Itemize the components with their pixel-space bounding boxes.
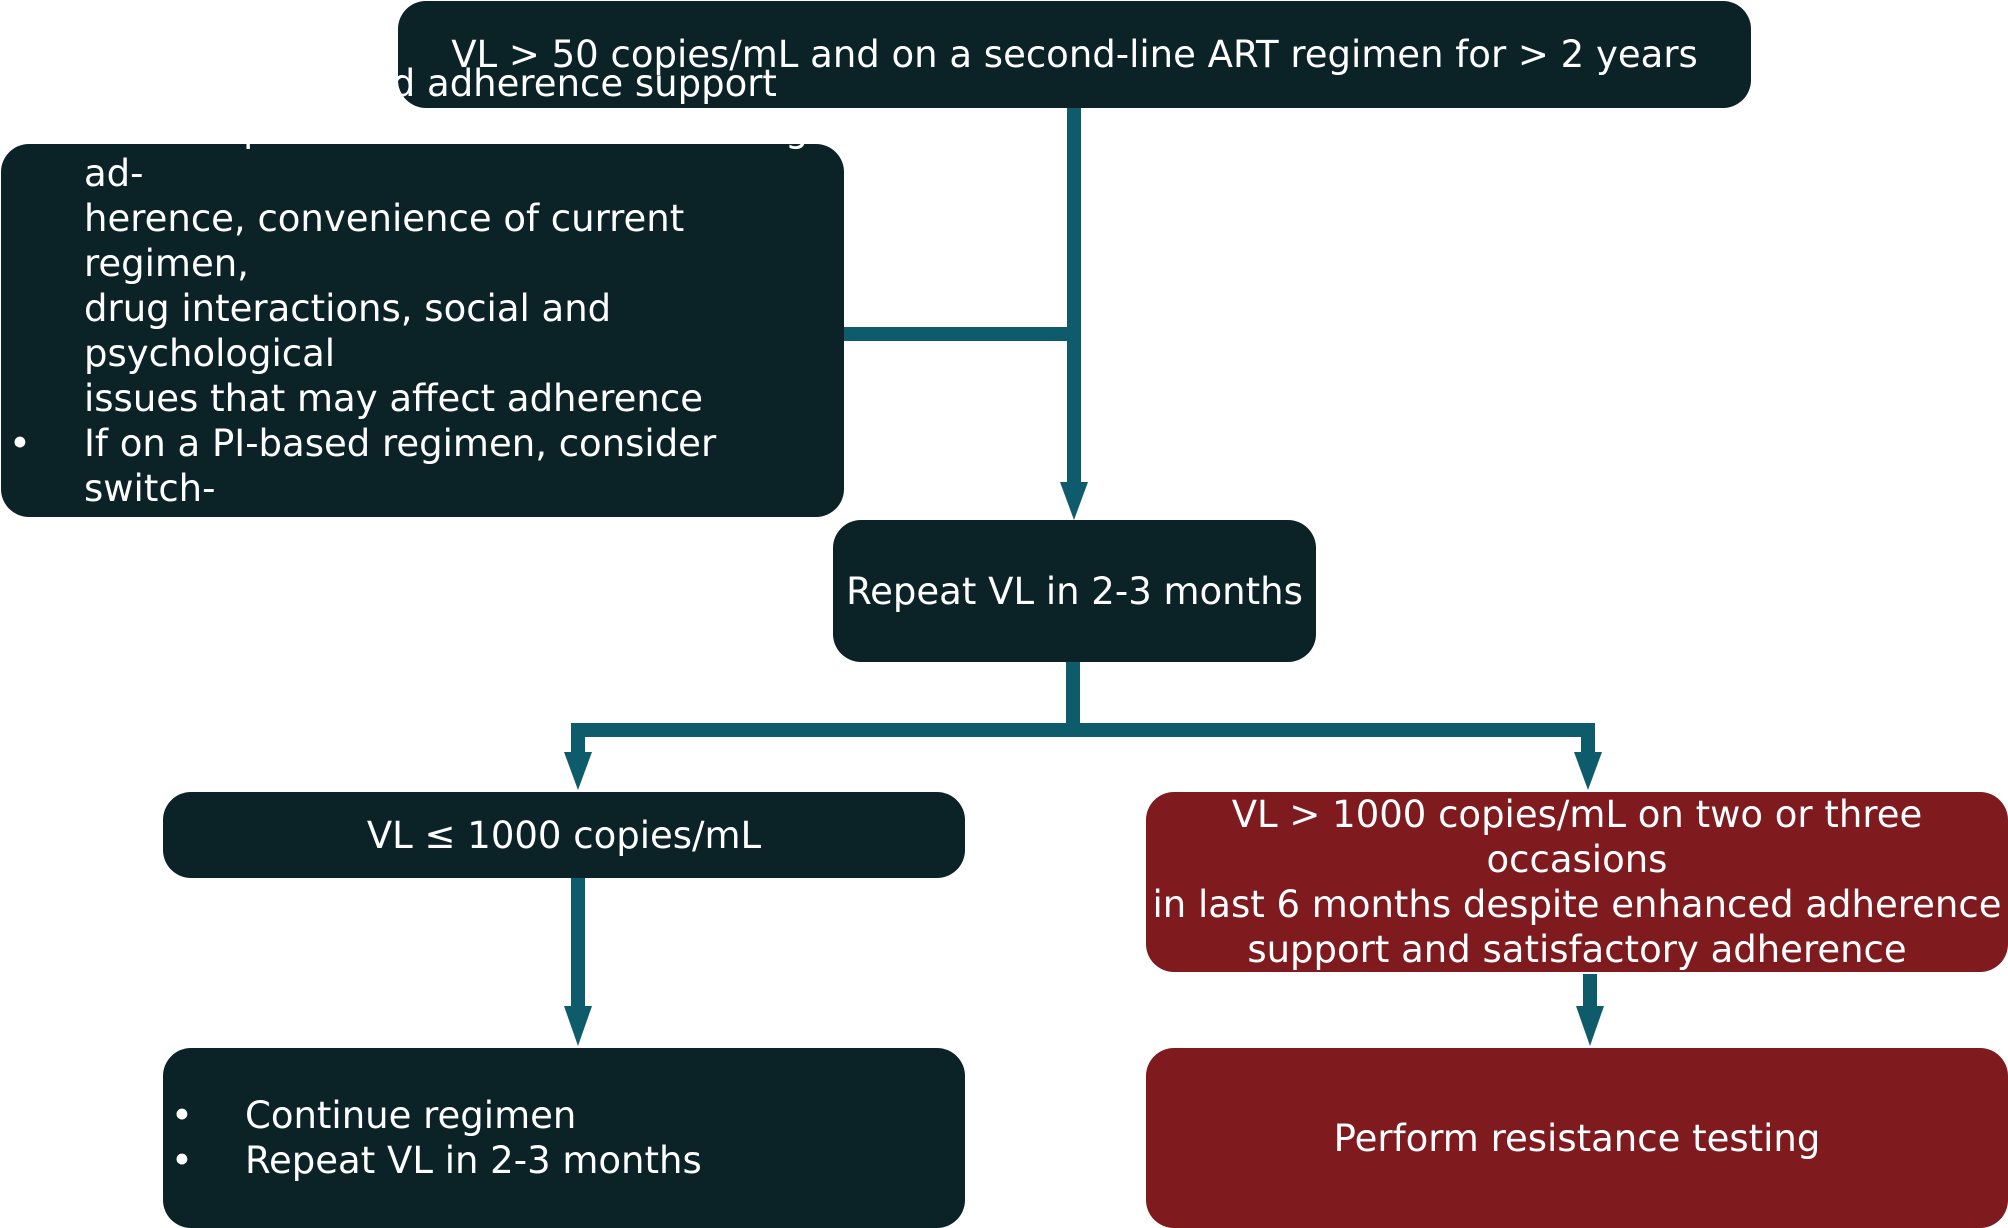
support-item-1-line-1: Provide enhanced adherence support bbox=[84, 61, 777, 105]
low-vl-box: VL ≤ 1000 copies/mL bbox=[163, 792, 965, 878]
support-item: If on a PI-based regimen, consider switc… bbox=[1, 421, 821, 601]
support-list: Provide enhanced adherence support Addre… bbox=[1, 61, 821, 601]
continue-item: Continue regimen bbox=[163, 1093, 923, 1138]
arrowhead-to-high bbox=[1574, 752, 1602, 790]
arrowhead-to-resistance bbox=[1576, 1006, 1604, 1046]
support-item-3-line-1: If on a PI-based regimen, consider switc… bbox=[84, 421, 717, 510]
continue-list: Continue regimen Repeat VL in 2-3 months bbox=[163, 1093, 923, 1183]
high-vl-line-2: in last 6 months despite enhanced adhere… bbox=[1152, 883, 2002, 926]
continue-item: Repeat VL in 2-3 months bbox=[163, 1138, 923, 1183]
support-item-2-line-4: issues that may affect adherence bbox=[84, 376, 703, 420]
arrowhead-to-low bbox=[564, 752, 592, 790]
support-item-3-line-2: ing to TLD unless TDF is contraindicated bbox=[84, 511, 530, 600]
support-item-2-line-2: herence, convenience of current regimen, bbox=[84, 196, 685, 285]
repeat-text: Repeat VL in 2-3 months bbox=[846, 569, 1303, 613]
high-vl-line-3: support and satisfactory adherence bbox=[1247, 928, 1907, 971]
support-item-2-line-1: Address potential side-effects affecting… bbox=[84, 106, 809, 195]
continue-item-1: Continue regimen bbox=[245, 1094, 577, 1137]
support-item: Provide enhanced adherence support bbox=[1, 61, 821, 106]
resistance-box: Perform resistance testing bbox=[1146, 1048, 2008, 1228]
connector-split bbox=[571, 723, 1595, 762]
support-box: Provide enhanced adherence support Addre… bbox=[1, 61, 844, 600]
arrowhead-to-continue bbox=[564, 1006, 592, 1046]
support-item-2-line-3: drug interactions, social and psychologi… bbox=[84, 286, 612, 375]
arrowhead-to-repeat bbox=[1060, 482, 1088, 520]
continue-item-2: Repeat VL in 2-3 months bbox=[245, 1139, 702, 1182]
high-vl-text: VL > 1000 copies/mL on two or three occa… bbox=[1146, 792, 2008, 972]
repeat-box: Repeat VL in 2-3 months bbox=[833, 520, 1316, 662]
support-item: Address potential side-effects affecting… bbox=[1, 106, 821, 421]
high-vl-line-1: VL > 1000 copies/mL on two or three occa… bbox=[1231, 793, 1923, 881]
continue-box: Continue regimen Repeat VL in 2-3 months bbox=[163, 1048, 965, 1228]
resistance-text: Perform resistance testing bbox=[1333, 1116, 1821, 1160]
high-vl-box: VL > 1000 copies/mL on two or three occa… bbox=[1146, 792, 2008, 972]
low-vl-text: VL ≤ 1000 copies/mL bbox=[366, 813, 762, 857]
